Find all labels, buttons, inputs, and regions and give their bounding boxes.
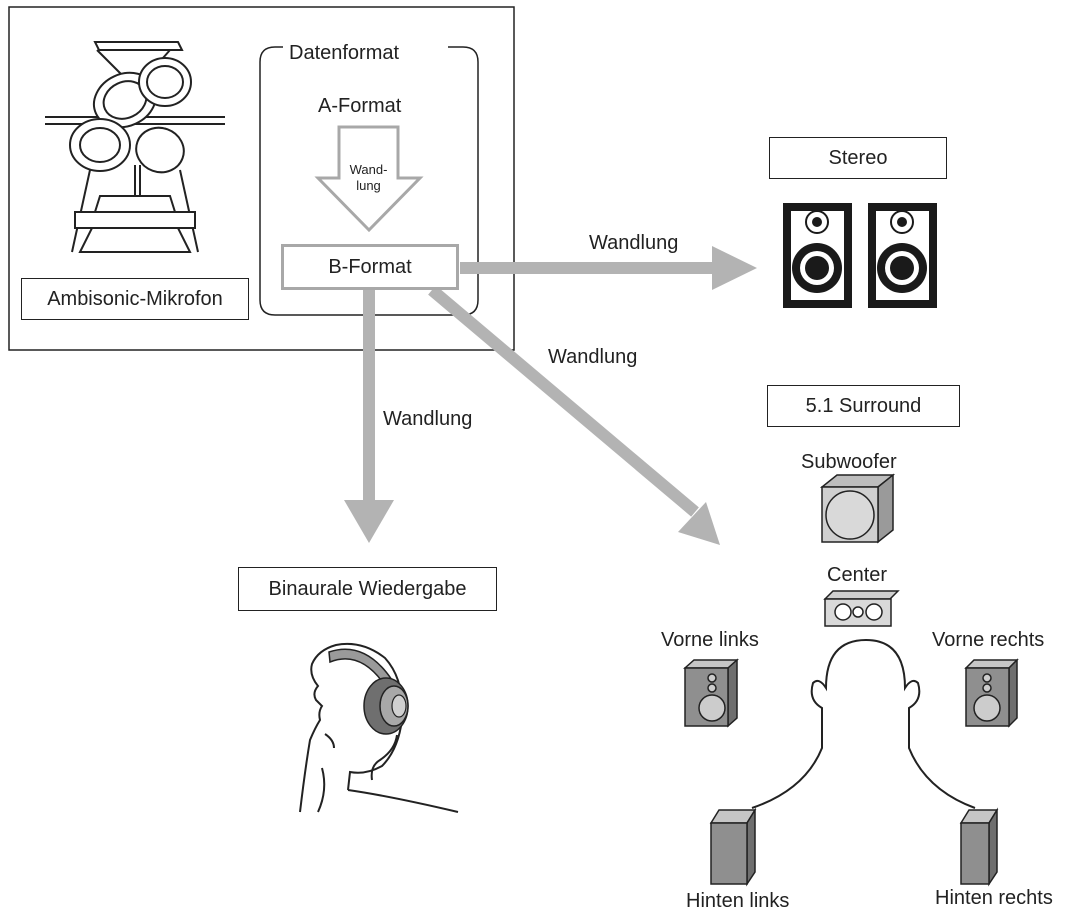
a-format-label: A-Format bbox=[318, 95, 402, 117]
surround-label: 5.1 Surround bbox=[805, 394, 922, 417]
microphone-label: Ambisonic-Mikrofon bbox=[47, 287, 223, 310]
conversion-label-stereo: Wandlung bbox=[589, 232, 679, 254]
b-format-label: B-Format bbox=[328, 255, 412, 278]
stereo-speaker-right-icon bbox=[868, 203, 937, 308]
b-format-box: B-Format bbox=[281, 244, 459, 290]
headphones-listener-icon bbox=[299, 642, 459, 813]
binaural-label-box: Binaurale Wiedergabe bbox=[238, 567, 497, 611]
surround-label-box: 5.1 Surround bbox=[767, 385, 960, 427]
center-label: Center bbox=[827, 564, 888, 586]
center-speaker-icon bbox=[823, 590, 900, 627]
stereo-speaker-left-icon bbox=[783, 203, 852, 308]
rear-left-label: Hinten links bbox=[686, 890, 790, 912]
rear-right-label: Hinten rechts bbox=[935, 887, 1053, 909]
arrow-head-binaural bbox=[344, 500, 394, 543]
front-right-label: Vorne rechts bbox=[932, 629, 1045, 651]
front-left-label: Vorne links bbox=[661, 629, 759, 651]
arrow-head-stereo bbox=[712, 246, 757, 290]
subwoofer-icon bbox=[819, 473, 896, 544]
conversion-label-binaural: Wandlung bbox=[383, 408, 473, 430]
source-frame bbox=[8, 6, 515, 351]
data-format-title: Datenformat bbox=[289, 42, 400, 64]
listener-head-icon bbox=[751, 638, 976, 809]
binaural-label: Binaurale Wiedergabe bbox=[268, 577, 467, 600]
inner-conversion-label-line1: Wand- bbox=[349, 162, 388, 177]
front-left-speaker-icon bbox=[683, 658, 739, 728]
stereo-label: Stereo bbox=[828, 146, 888, 169]
arrow-to-surround bbox=[428, 285, 699, 517]
inner-conversion-arrow bbox=[314, 125, 424, 233]
conversion-arrows bbox=[344, 246, 757, 545]
ambisonic-microphone-icon bbox=[45, 41, 225, 253]
rear-left-speaker-icon bbox=[709, 807, 757, 887]
stereo-label-box: Stereo bbox=[769, 137, 947, 179]
microphone-label-box: Ambisonic-Mikrofon bbox=[21, 278, 249, 320]
subwoofer-label: Subwoofer bbox=[801, 451, 897, 473]
arrow-head-surround bbox=[678, 502, 720, 545]
front-right-speaker-icon bbox=[964, 658, 1019, 728]
rear-right-speaker-icon bbox=[959, 807, 999, 887]
inner-conversion-label-line2: lung bbox=[356, 178, 381, 193]
conversion-label-surround: Wandlung bbox=[548, 346, 638, 368]
